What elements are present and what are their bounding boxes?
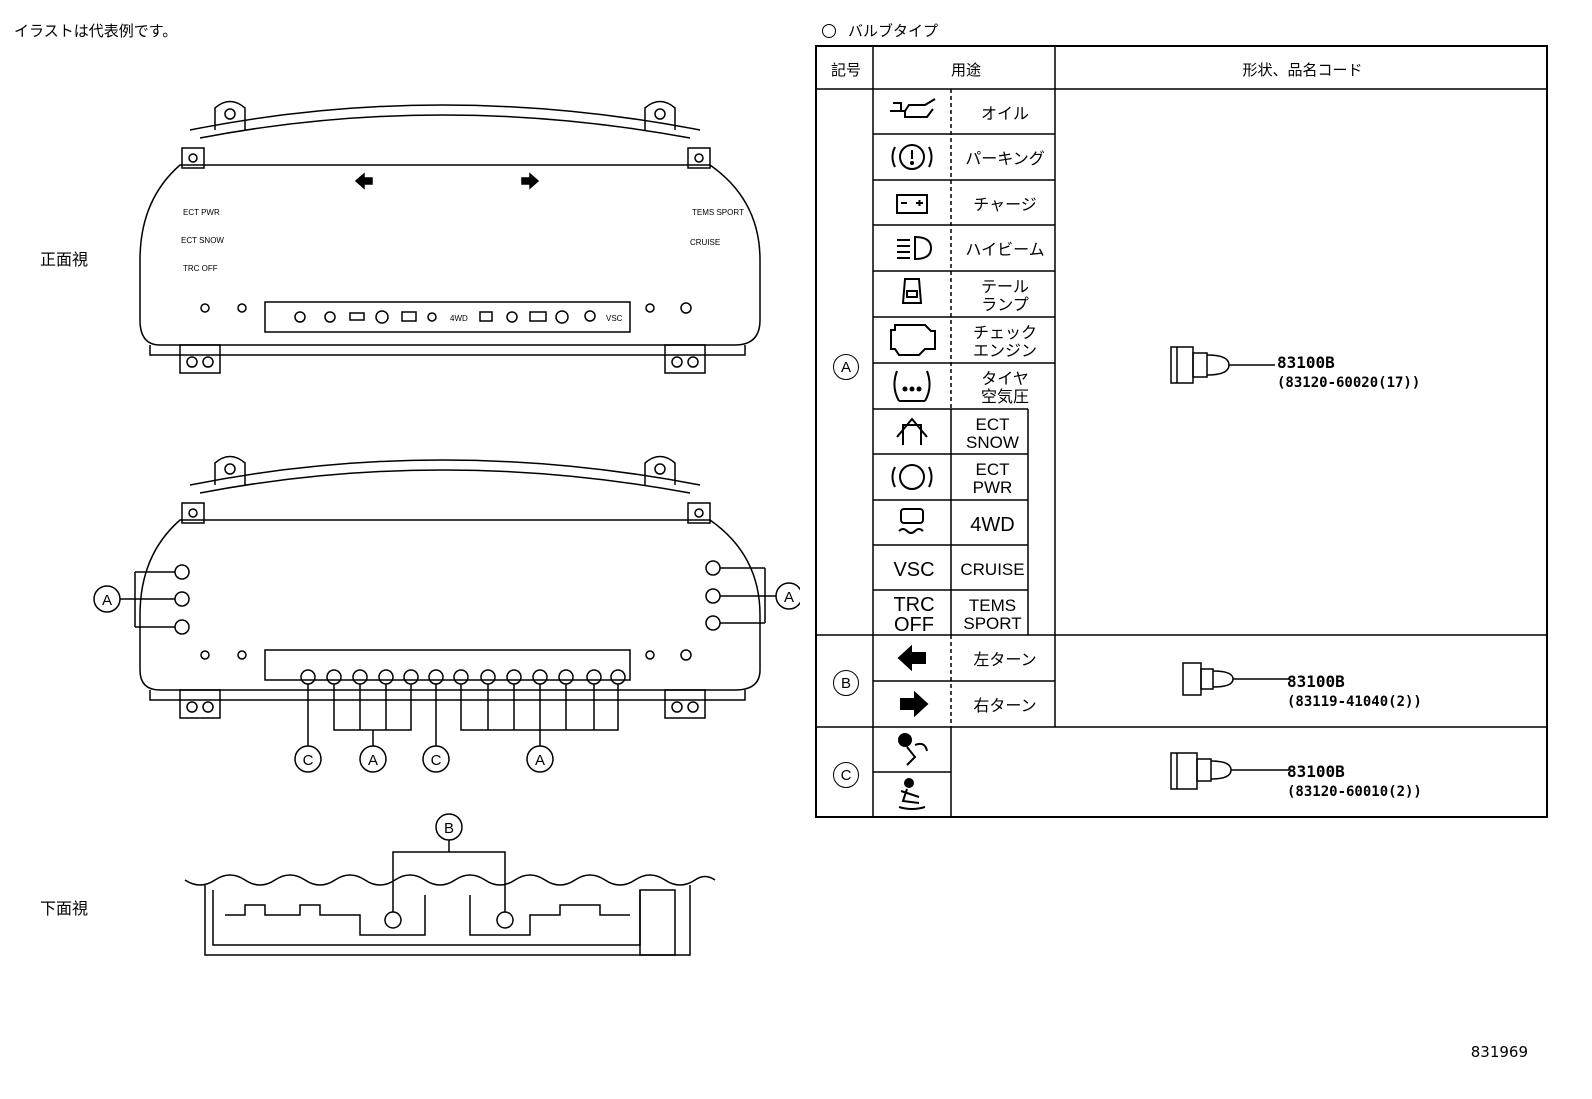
car-snow-icon <box>896 417 928 445</box>
label-oil: オイル <box>980 103 1029 123</box>
label-ect-pwr-row: ECT PWR <box>972 460 1013 497</box>
label-ect-snow-row: ECT SNOW <box>966 414 1019 452</box>
part-no-c: 83100B <box>1287 762 1345 781</box>
label-tire-pressure: タイヤ 空気圧 <box>980 369 1029 406</box>
label-check-engine: チェック エンジン <box>972 323 1037 360</box>
header-shape: 形状、品名コード <box>1242 60 1363 79</box>
high-beam-icon <box>897 235 933 261</box>
front-view-cluster <box>139 100 761 374</box>
label-trc-off: TRC OFF <box>183 264 218 273</box>
tire-pressure-icon <box>893 370 931 402</box>
callout-c-1: C <box>303 752 314 769</box>
group-a-key: A <box>817 347 875 387</box>
label-cruise: CRUISE <box>690 238 720 247</box>
figure-id: 831969 <box>1470 1043 1528 1061</box>
label-left-turn: 左ターン <box>973 650 1037 669</box>
vsc-symbol-text: VSC <box>893 558 935 581</box>
callout-a-left: A <box>102 592 112 609</box>
part-code-a: (83120-60020(17)) <box>1277 375 1421 391</box>
oil-icon <box>890 98 936 118</box>
bulb-type-title: バルブタイプ <box>822 20 938 41</box>
slip-icon <box>898 508 924 534</box>
callout-a-bottom-2: A <box>535 752 545 769</box>
group-b-key: B <box>817 663 875 703</box>
callout-b: B <box>444 820 454 837</box>
label-tail-lamp: テール ランプ <box>980 277 1029 314</box>
abs-icon <box>891 464 933 490</box>
header-symbol: 記号 <box>830 60 861 79</box>
rear-view-cluster <box>120 455 777 746</box>
part-code-b: (83119-41040(2)) <box>1287 694 1422 710</box>
arrow-left-icon <box>897 644 926 672</box>
callout-a-bottom-1: A <box>368 752 378 769</box>
callout-c-2: C <box>431 752 442 769</box>
part-code-c: (83120-60010(2)) <box>1287 784 1422 800</box>
label-right-turn: 右ターン <box>973 696 1037 715</box>
label-tems-sport-row: TEMS SPORT <box>963 595 1022 633</box>
arrow-right-icon <box>900 690 929 718</box>
seatbelt-icon <box>898 778 926 810</box>
table-grid <box>815 45 1548 818</box>
bottom-view-label: 下面視 <box>40 899 89 918</box>
check-engine-icon <box>890 324 936 356</box>
tail-lamp-icon <box>901 278 923 304</box>
label-high-beam: ハイビーム <box>965 240 1045 259</box>
bulb-b-icon <box>1182 662 1289 696</box>
label-ect-pwr: ECT PWR <box>183 208 220 217</box>
battery-icon <box>896 194 928 214</box>
label-parking: パーキング <box>965 149 1045 168</box>
label-ect-snow: ECT SNOW <box>181 236 224 245</box>
part-no-a: 83100B <box>1277 353 1335 372</box>
header-use: 用途 <box>950 60 981 79</box>
label-tems-sport: TEMS SPORT <box>692 208 744 217</box>
bulb-c-icon <box>1170 752 1289 790</box>
part-no-b: 83100B <box>1287 672 1345 691</box>
representative-illustration-note: イラストは代表例です。 <box>14 22 178 40</box>
label-charge: チャージ <box>973 194 1037 214</box>
label-cruise-row: CRUISE <box>960 559 1025 579</box>
bulb-a-icon <box>1170 346 1275 384</box>
trc-off-symbol-text: TRC OFF <box>893 593 935 636</box>
cluster-illustrations: ECT PWR ECT SNOW TRC OFF TEMS SPORT CRUI… <box>93 100 800 956</box>
callout-a-right: A <box>784 589 794 606</box>
group-c-key: C <box>817 755 875 795</box>
parking-icon <box>891 144 933 170</box>
label-strip-4wd: 4WD <box>450 314 468 323</box>
airbag-icon <box>898 733 928 766</box>
bulb-type-table: 記号 用途 形状、品名コード A B C オイル パーキング チャージ ハイビー… <box>815 45 1548 818</box>
label-strip-vsc: VSC <box>606 314 623 323</box>
bullet-icon <box>822 24 836 38</box>
front-view-label: 正面視 <box>40 250 89 269</box>
bottom-view-cluster <box>184 840 716 956</box>
label-4wd-row: 4WD <box>970 513 1015 536</box>
